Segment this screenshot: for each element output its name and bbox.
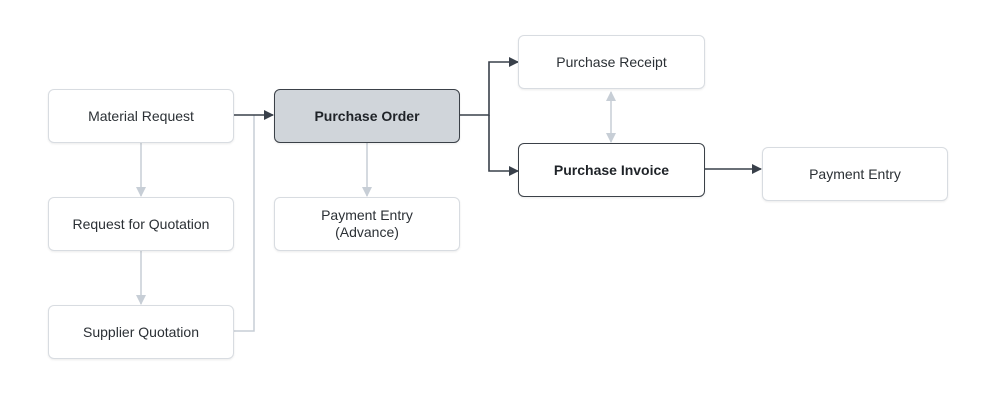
node-payment-entry-advance[interactable]: Payment Entry (Advance) bbox=[274, 197, 460, 251]
edge-supplier-quotation-to-purchase-order bbox=[234, 115, 255, 332]
node-payment-entry-label: Payment Entry bbox=[809, 165, 901, 182]
node-payment-entry[interactable]: Payment Entry bbox=[762, 147, 948, 201]
node-supplier-quotation-label: Supplier Quotation bbox=[83, 323, 199, 340]
node-purchase-receipt-label: Purchase Receipt bbox=[556, 53, 667, 70]
node-request-for-quotation[interactable]: Request for Quotation bbox=[48, 197, 234, 251]
node-supplier-quotation[interactable]: Supplier Quotation bbox=[48, 305, 234, 359]
edge-purchase-order-to-receipt bbox=[460, 57, 519, 116]
node-purchase-invoice[interactable]: Purchase Invoice bbox=[518, 143, 705, 197]
edge-purchase-order-to-invoice bbox=[488, 115, 519, 176]
node-purchase-order[interactable]: Purchase Order bbox=[274, 89, 460, 143]
node-purchase-invoice-label: Purchase Invoice bbox=[553, 161, 670, 178]
node-material-request[interactable]: Material Request bbox=[48, 89, 234, 143]
node-purchase-receipt[interactable]: Purchase Receipt bbox=[518, 35, 705, 89]
node-request-for-quotation-label: Request for Quotation bbox=[72, 215, 210, 232]
node-material-request-label: Material Request bbox=[88, 107, 194, 124]
node-payment-entry-advance-line1: Payment Entry bbox=[321, 207, 413, 223]
node-payment-entry-advance-line2: (Advance) bbox=[335, 224, 399, 240]
node-purchase-order-label: Purchase Order bbox=[314, 107, 420, 124]
